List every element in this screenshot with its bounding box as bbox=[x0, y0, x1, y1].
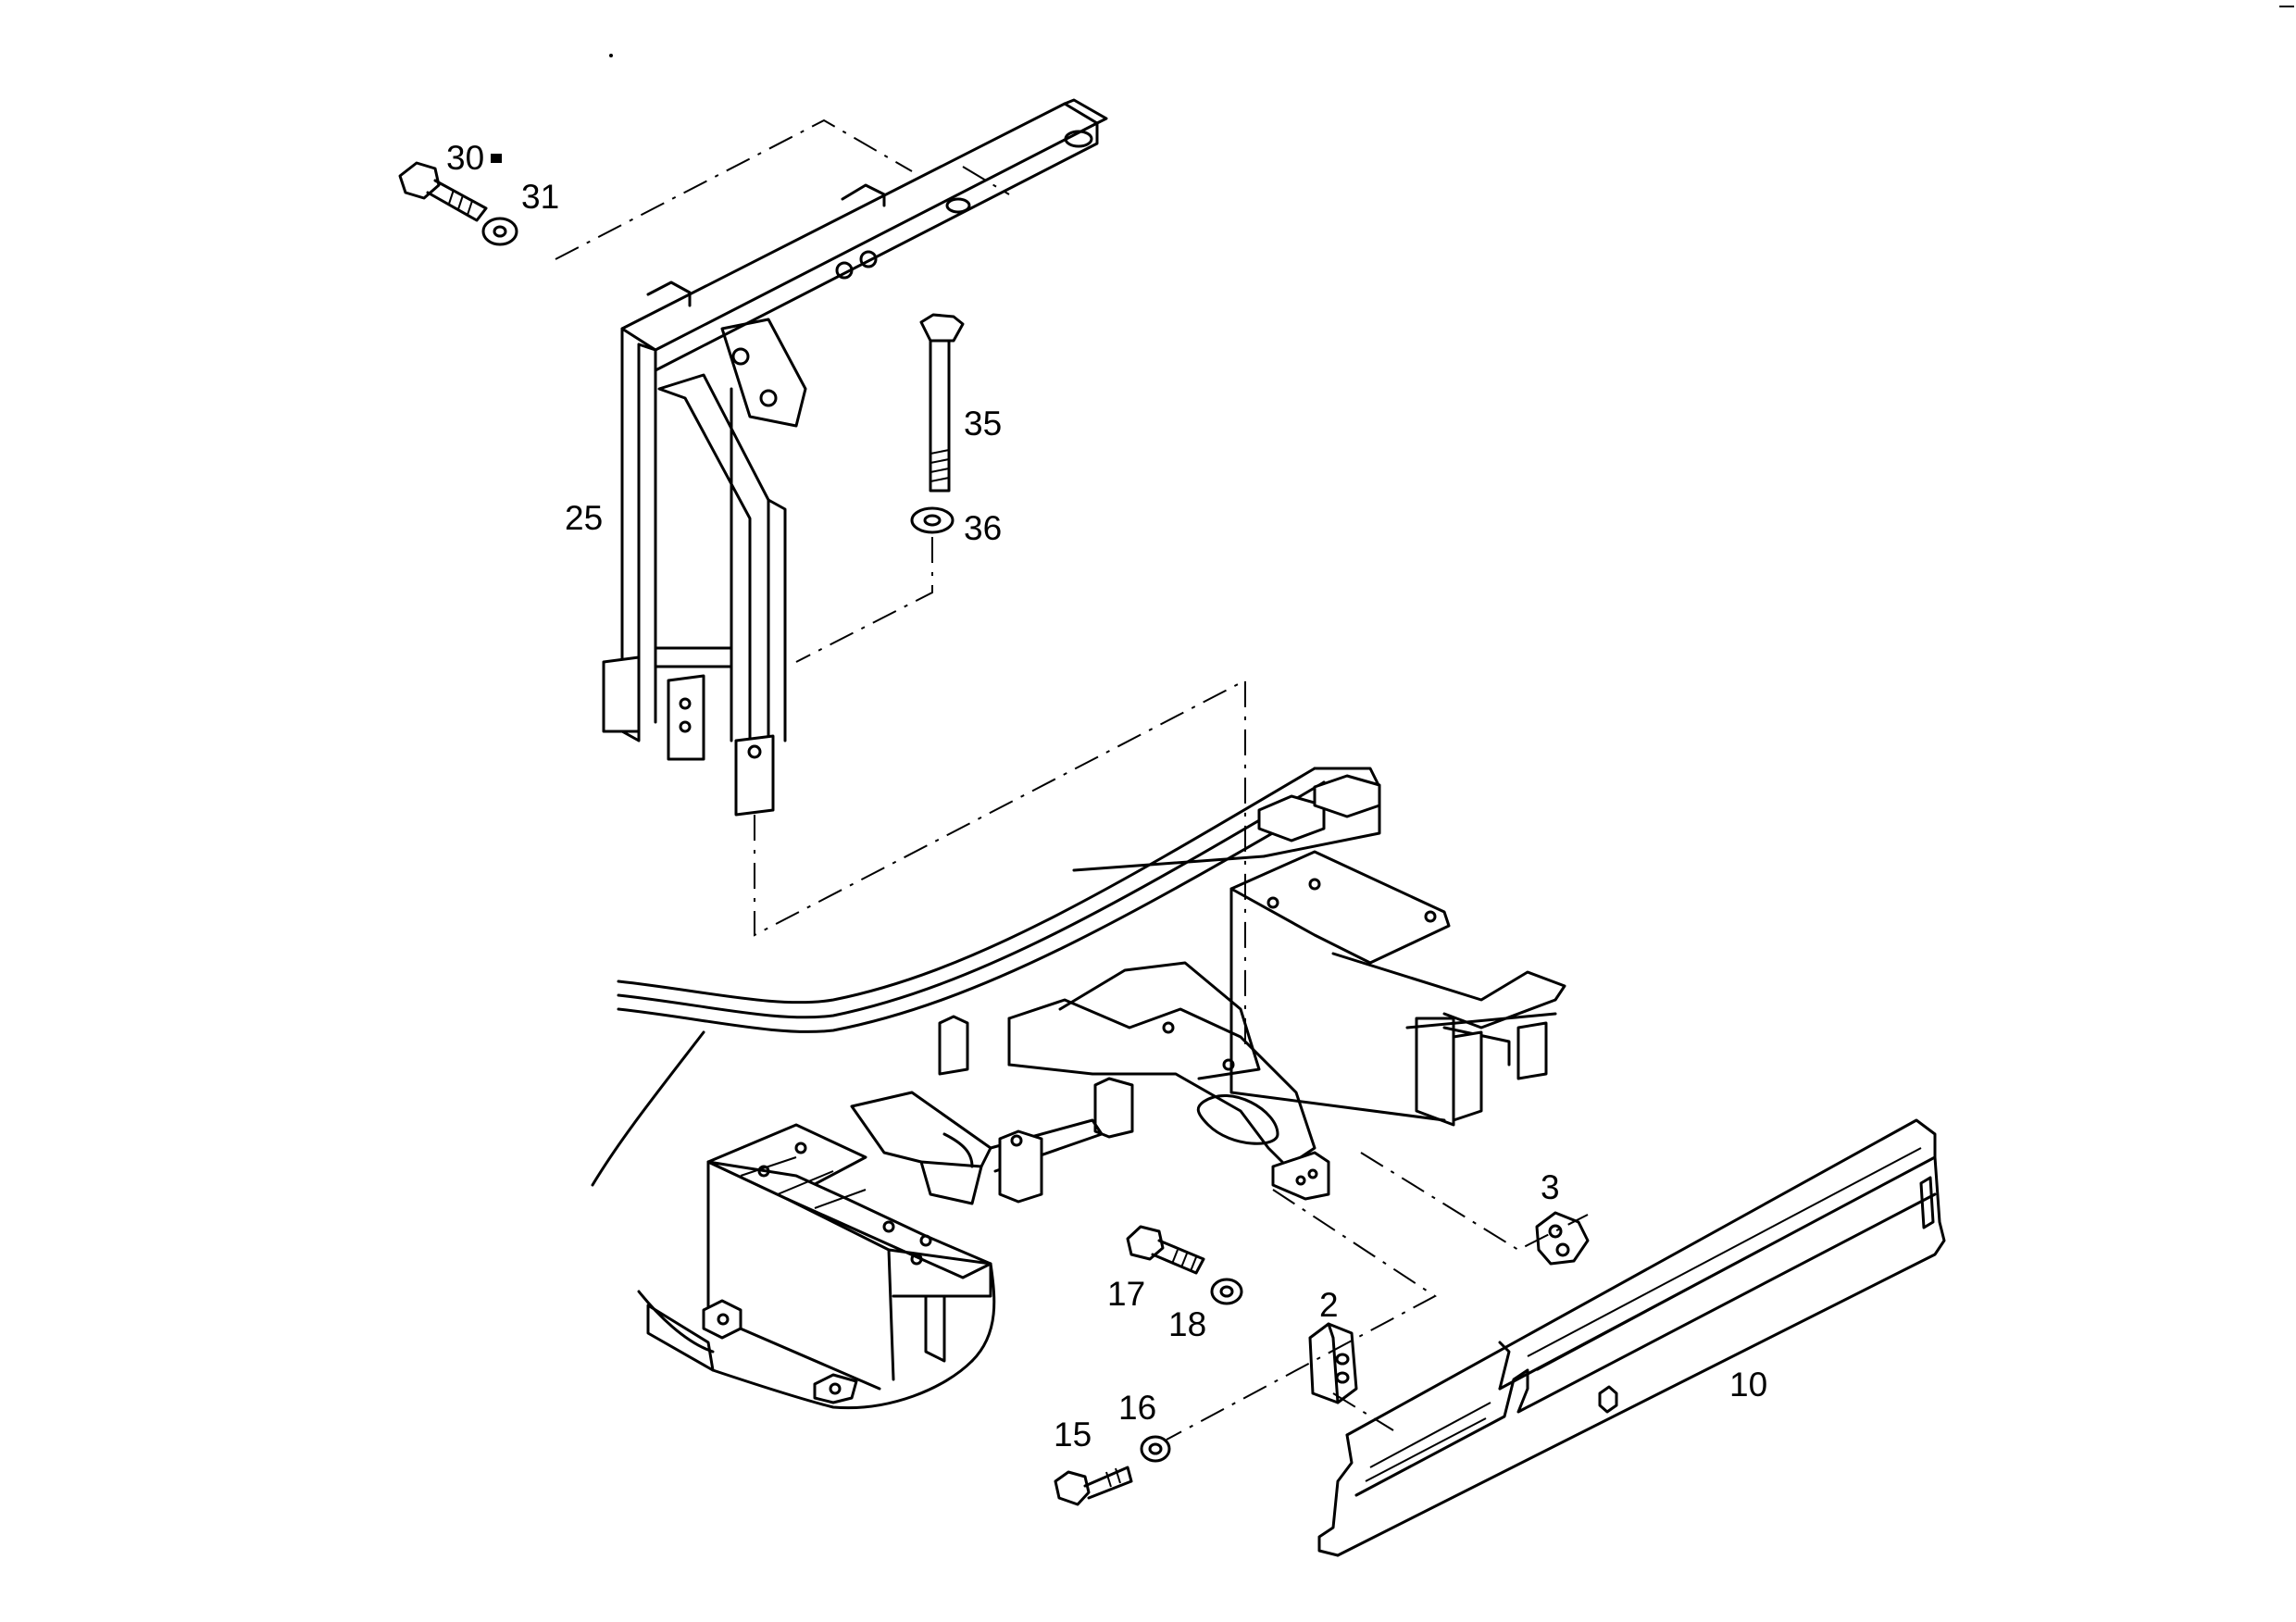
label-2: 2 bbox=[1319, 1286, 1339, 1324]
label-25: 25 bbox=[565, 499, 603, 537]
label-18: 18 bbox=[1168, 1305, 1206, 1343]
label-30: 30 bbox=[446, 139, 484, 177]
washer-part-36 bbox=[910, 506, 955, 534]
plate-part-3 bbox=[1535, 1211, 1590, 1266]
label-30-marker bbox=[491, 154, 502, 163]
label-31: 31 bbox=[521, 178, 559, 216]
washer-part-18 bbox=[1210, 1278, 1243, 1305]
chassis-frame bbox=[591, 767, 1566, 1410]
assembly-lines bbox=[555, 119, 1589, 1441]
label-36: 36 bbox=[964, 509, 1002, 547]
callout-labels: 30 31 35 36 25 3 17 18 2 16 15 10 bbox=[446, 139, 1767, 1454]
label-17: 17 bbox=[1107, 1275, 1145, 1313]
bolt-part-17 bbox=[1126, 1225, 1205, 1275]
label-16: 16 bbox=[1118, 1389, 1156, 1427]
washer-part-16 bbox=[1140, 1435, 1171, 1463]
speck bbox=[609, 54, 613, 57]
label-15: 15 bbox=[1054, 1416, 1092, 1454]
washer-part-31 bbox=[481, 217, 518, 246]
label-10: 10 bbox=[1729, 1366, 1767, 1404]
channel-part-10 bbox=[1317, 1118, 1946, 1557]
bolt-part-30 bbox=[398, 161, 488, 222]
frame-part-25 bbox=[602, 98, 1108, 817]
label-3: 3 bbox=[1541, 1168, 1560, 1206]
corner-mark bbox=[2279, 6, 2294, 7]
bracket-part-2 bbox=[1308, 1322, 1358, 1404]
label-35: 35 bbox=[964, 405, 1002, 443]
bolt-part-35 bbox=[919, 313, 965, 493]
bolt-part-15 bbox=[1054, 1466, 1133, 1506]
